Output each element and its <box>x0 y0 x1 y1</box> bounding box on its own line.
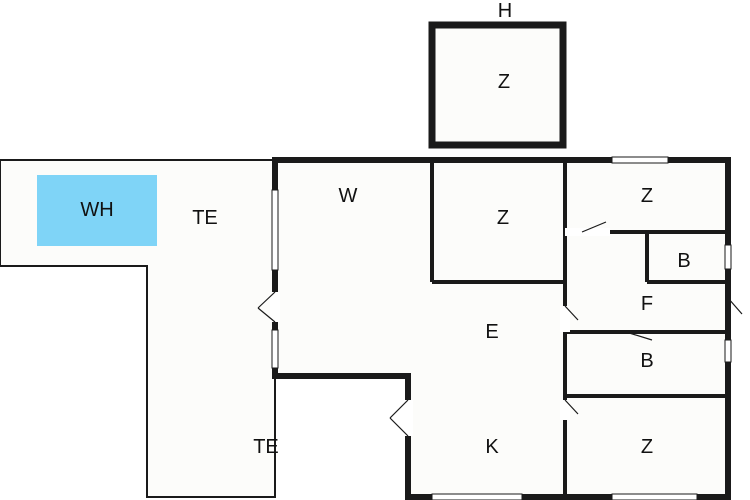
terrace-upper-label: TE <box>192 207 218 229</box>
bath-lower-label: B <box>640 350 654 372</box>
kitchen-label: K <box>485 436 499 458</box>
outbuilding-top-label: H <box>497 0 513 22</box>
living-room-label: W <box>338 185 358 207</box>
house-floor <box>275 160 728 497</box>
interior-walls <box>430 160 728 497</box>
whirlpool-label: WH <box>80 199 114 221</box>
bedroom-top-right-label: Z <box>640 185 654 207</box>
terrace-lower-label: TE <box>253 436 279 458</box>
bath-upper-label: B <box>677 250 691 272</box>
entrance-label: E <box>485 321 499 343</box>
outbuilding-room-label: Z <box>497 71 511 93</box>
doors <box>257 221 743 437</box>
whirlpool-block: WH <box>37 175 157 246</box>
windows <box>271 156 732 500</box>
hall-label: F <box>640 293 654 315</box>
bedroom-bottom-right-label: Z <box>640 436 654 458</box>
bedroom-center-label: Z <box>496 207 510 229</box>
outbuilding <box>428 21 567 149</box>
